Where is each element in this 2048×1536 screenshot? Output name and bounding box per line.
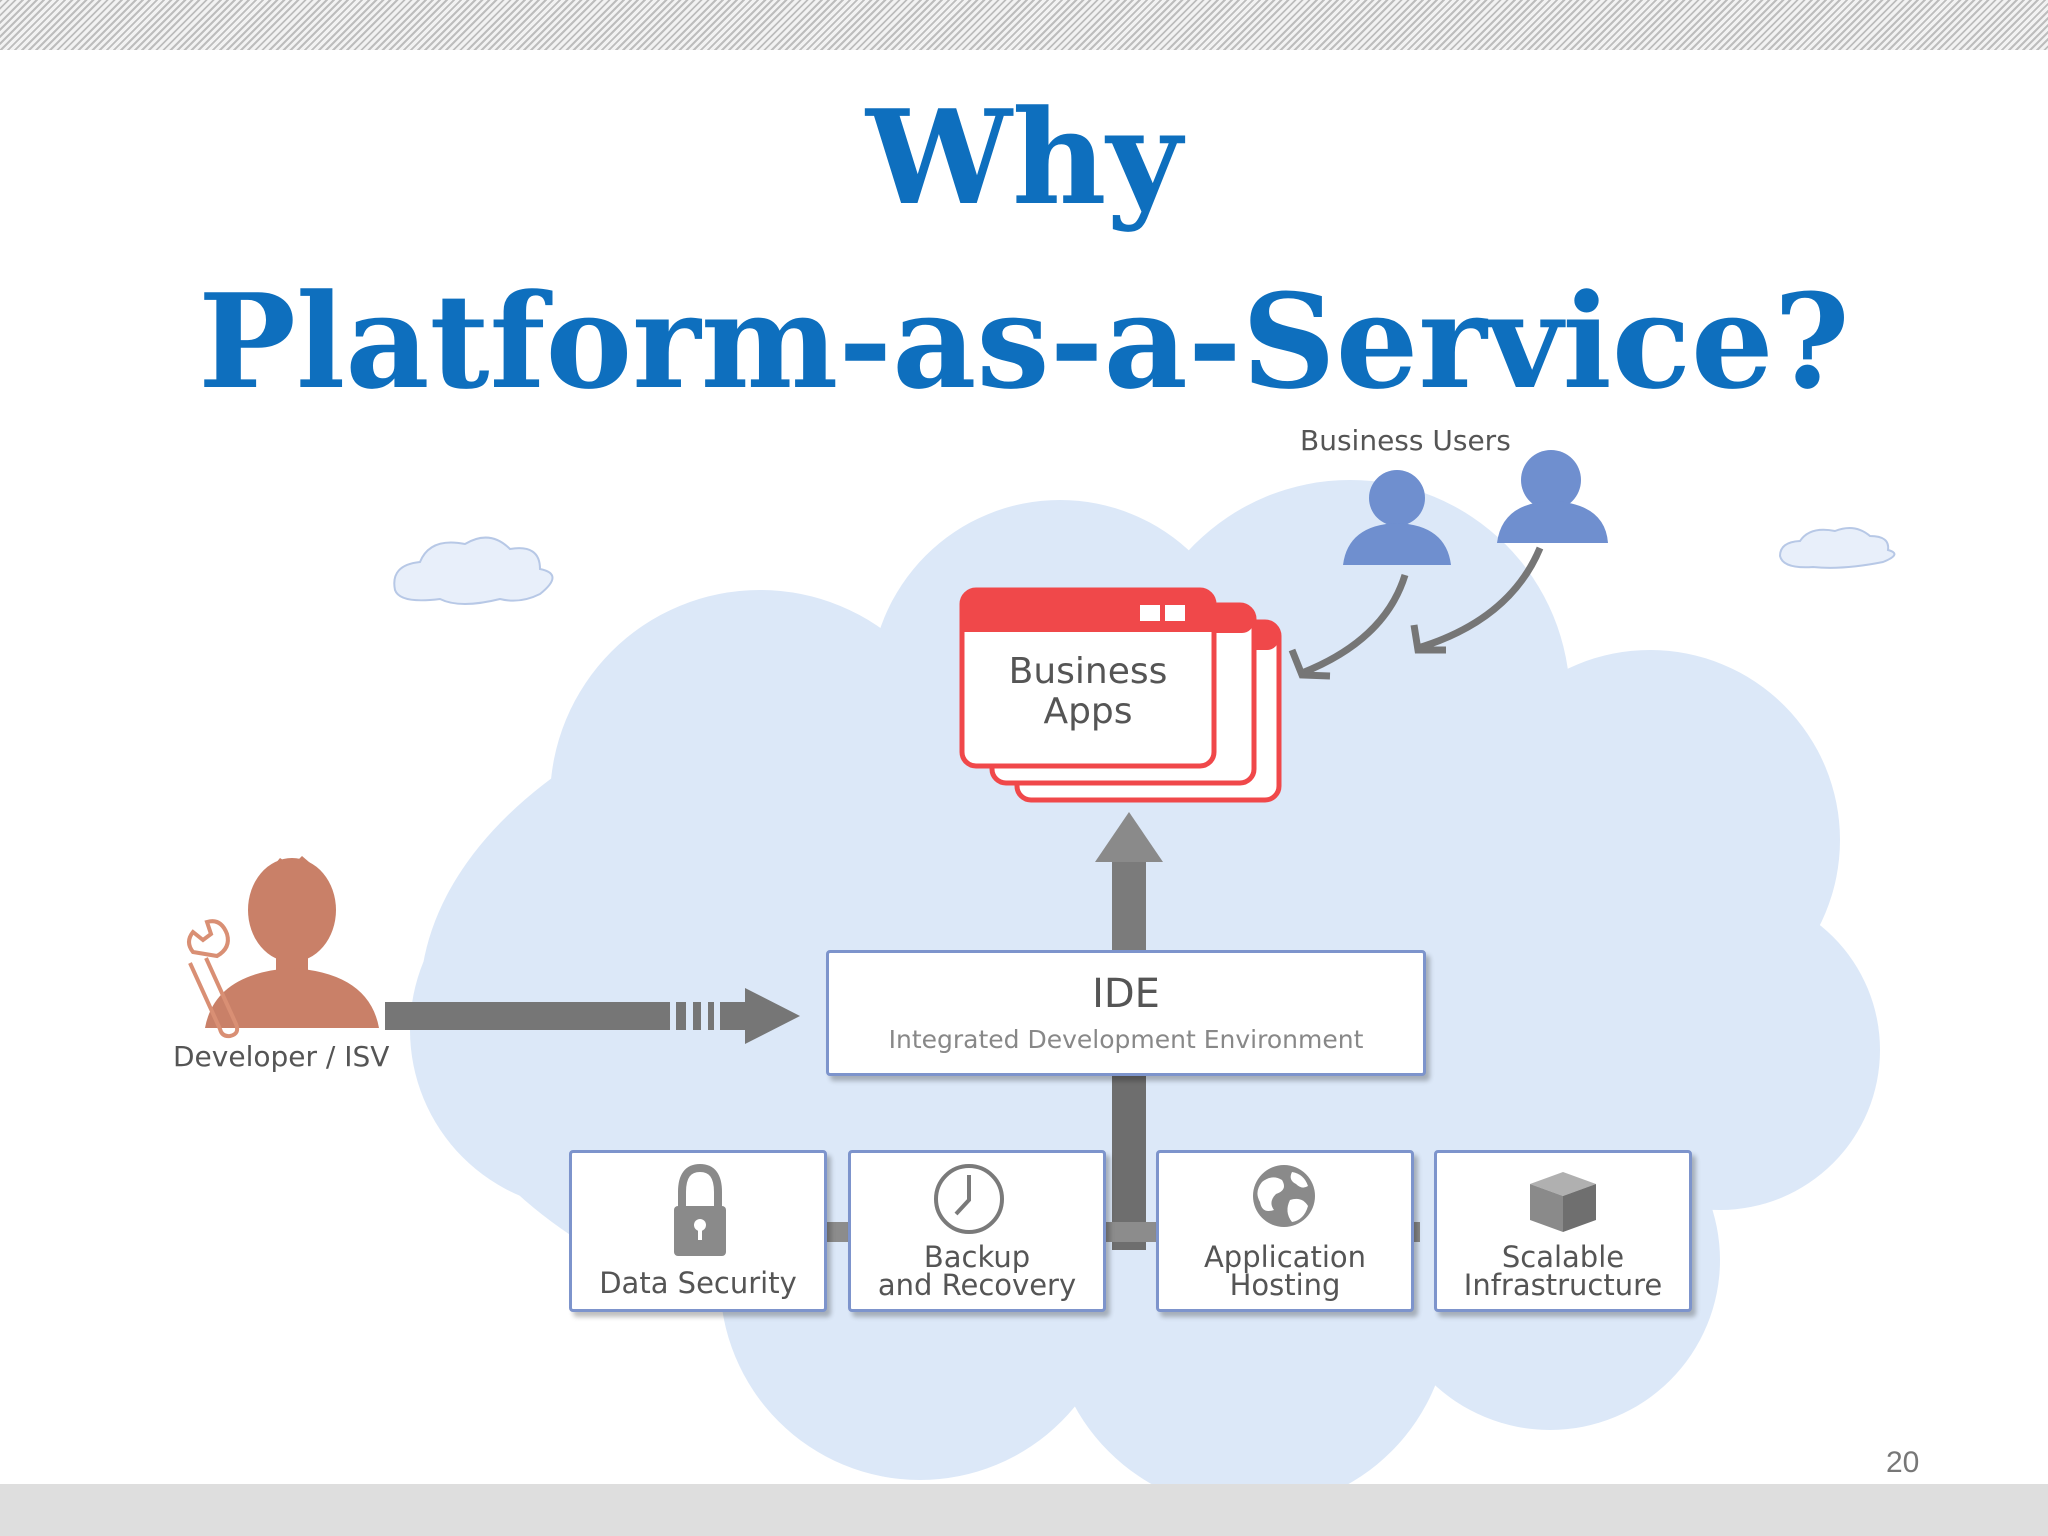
page-number: 20 (1886, 1446, 1920, 1479)
developer-person-icon (205, 856, 379, 1028)
ide-box: IDE Integrated Development Environment (826, 950, 1426, 1076)
service-label-line1: Backup (923, 1240, 1031, 1274)
bottom-band (0, 1484, 2048, 1536)
small-cloud-left (393, 536, 554, 605)
user2-arrow-head (1410, 624, 1446, 654)
service-box-data-security: Data Security (569, 1150, 827, 1312)
service-label-line1: Application (1203, 1240, 1367, 1274)
service-label-line2: Hosting (1229, 1268, 1341, 1302)
service-label-line2: and Recovery (877, 1268, 1077, 1302)
service-box-backup-recovery: Backup and Recovery (848, 1150, 1106, 1312)
slide-title-line1: Why (865, 81, 1183, 234)
vertical-connector-lower (1112, 1070, 1146, 1250)
user1-arrow (1300, 573, 1409, 677)
service-box-application-hosting: Application Hosting (1156, 1150, 1414, 1312)
vertical-connector-upper (1112, 860, 1146, 952)
small-cloud-right (1778, 526, 1896, 569)
developer-label: Developer / ISV (173, 1040, 390, 1073)
slide-title-line2: Platform-as-a-Service? (198, 265, 1850, 418)
business-apps-line1: Business (1008, 651, 1168, 692)
service-label-line1: Scalable (1501, 1240, 1625, 1274)
business-user-icon-1 (1343, 470, 1451, 565)
ide-subtitle: Integrated Development Environment (888, 1025, 1364, 1054)
business-user-icon-2 (1497, 450, 1608, 543)
wrench-icon (187, 919, 240, 1039)
service-label-line2: Infrastructure (1463, 1268, 1663, 1302)
service-label: Data Security (599, 1266, 797, 1300)
user1-arrow-head (1288, 648, 1331, 680)
user2-arrow (1416, 546, 1544, 652)
up-arrow-head (1095, 812, 1163, 862)
service-box-scalable-infrastructure: Scalable Infrastructure (1434, 1150, 1692, 1312)
business-apps-line2: Apps (1043, 691, 1133, 732)
business-apps-label: Business Apps (962, 652, 1214, 732)
developer-arrow (385, 988, 800, 1044)
ide-title: IDE (1092, 971, 1160, 1017)
top-decorative-band (0, 0, 2048, 50)
business-users-label: Business Users (1300, 424, 1511, 457)
business-apps-stack (959, 587, 1282, 803)
